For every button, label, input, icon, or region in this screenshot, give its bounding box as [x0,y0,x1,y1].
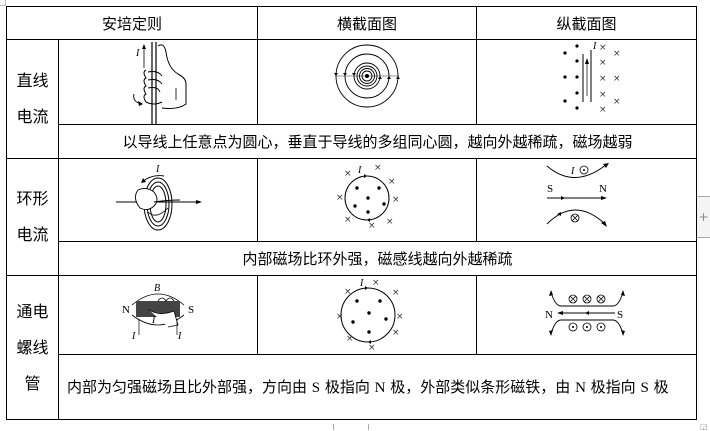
row-label-solenoid: 通电 螺线 管 [6,275,59,420]
svg-text:N: N [599,183,607,195]
solenoid-side-view-icon: N S [545,290,625,336]
svg-text:×: × [344,215,352,225]
row-label-line: 螺线 [16,337,49,357]
concentric-circles-field-icon [334,44,401,108]
row-loop-current-desc: 内部磁场比环外强，磁感线越向外越稀疏 [7,241,698,276]
svg-text:N: N [122,304,130,316]
desc-text: 极指向 [320,377,375,396]
desc-text: 极指向 [585,377,641,396]
loop-side-view-icon: I S N [546,163,609,227]
desc-text: 极 [648,377,669,396]
ampere-cell: B N S I I I [57,275,259,355]
loop-dots-inside-crosses-outside-icon: I × × × × × × × × [336,163,400,231]
svg-text:I: I [135,48,140,59]
header-ampere-rule: 安培定则 [5,6,259,40]
svg-text:×: × [336,193,344,203]
row-loop-current: 环形 电流 I [6,158,698,276]
table-resize-handle[interactable]: ◲ [700,422,708,431]
svg-text:×: × [374,163,382,173]
svg-text:×: × [599,105,607,115]
page-corner-mark [0,0,6,6]
row-solenoid: 通电 螺线 管 B N S I I I [6,275,698,420]
right-hand-grip-straight-wire-icon: I [133,42,187,124]
pole-letter: N [575,379,586,396]
svg-text:I: I [357,165,362,176]
svg-text:I: I [359,278,364,289]
svg-text:B: B [154,283,160,294]
longitudinal-section-cell: N S [476,275,698,355]
description-loop-current: 内部磁场比环外强，磁感线越向外越稀疏 [57,241,698,276]
row-straight-current: 直线 电流 I [6,39,698,159]
svg-text:I: I [592,41,597,52]
svg-text:N: N [545,309,553,321]
svg-text:×: × [336,312,344,322]
right-hand-grip-loop-icon: I [116,164,202,231]
header-cross-section: 横截面图 [257,6,478,40]
svg-text:S: S [617,309,623,321]
svg-text:×: × [368,343,376,353]
header-longitudinal-section: 纵截面图 [476,6,698,40]
svg-text:I: I [151,315,156,326]
svg-text:I: I [155,164,160,175]
svg-text:×: × [344,287,352,297]
add-row-handle[interactable] [333,424,369,430]
svg-text:×: × [613,74,621,84]
description-solenoid: 内部为匀强磁场且比外部强，方向由 S 极指向 N 极，外部类似条形磁铁，由 N … [57,354,698,420]
row-label-line: 电流 [16,225,49,244]
pole-letter: S [640,379,649,396]
pole-letter: N [374,379,386,396]
header-row: 安培定则 横截面图 纵截面图 [5,6,698,40]
ampere-cell: I [57,158,259,242]
ampere-cell: I [57,39,259,125]
row-label-line: 电流 [16,107,49,126]
svg-text:×: × [392,288,400,298]
cross-section-cell [257,39,478,125]
svg-text:×: × [346,334,354,344]
row-label-line: 通电 [16,301,49,321]
svg-text:×: × [613,49,621,59]
svg-text:I: I [131,331,136,342]
row-label-line: 管 [24,373,41,393]
desc-text: 极，外部类似条形磁铁，由 [385,377,576,396]
row-straight-current-desc: 以导线上任意点为圆心，垂直于导线的多组同心圆，越向外越稀疏，磁场越弱 [7,124,698,159]
svg-text:×: × [599,90,607,100]
desc-text: 内部为匀强磁场且比外部强，方向由 [67,377,312,396]
svg-text:×: × [392,328,400,338]
svg-text:×: × [599,43,607,53]
cross-section-cell: I × × × × × × × × [257,158,478,242]
description-straight-current: 以导线上任意点为圆心，垂直于导线的多组同心圆，越向外越稀疏，磁场越弱 [57,124,698,159]
pole-letter: S [311,379,321,396]
row-label-straight-current: 直线 电流 [6,39,59,159]
svg-text:I: I [570,166,575,177]
add-column-button[interactable]: + [697,196,710,238]
svg-text:×: × [368,221,376,231]
svg-text:S: S [188,304,194,316]
row-label-line: 直线 [16,71,49,90]
svg-text:×: × [388,177,396,187]
svg-text:×: × [372,278,380,288]
longitudinal-section-cell: I S N [476,158,698,242]
svg-text:×: × [386,217,394,227]
svg-text:×: × [613,97,621,107]
svg-text:×: × [599,58,607,68]
solenoid-dots-inside-crosses-outside-icon: I × × × × × × × × [336,278,404,353]
svg-text:×: × [396,312,404,322]
magnetic-field-table: 安培定则 横截面图 纵截面图 直线 电流 I [5,6,698,420]
row-label-loop-current: 环形 电流 [6,158,59,276]
right-hand-grip-solenoid-icon: B N S I I I [122,283,194,342]
longitudinal-section-cell: I × × × × × × × × [476,39,698,125]
row-solenoid-desc: 内部为匀强磁场且比外部强，方向由 S 极指向 N 极，外部类似条形磁铁，由 N … [7,354,698,420]
svg-text:×: × [599,74,607,84]
row-label-line: 环形 [16,189,49,208]
svg-text:S: S [547,183,553,195]
cross-section-cell: I × × × × × × × × [257,275,478,355]
svg-text:I: I [177,331,182,342]
svg-text:×: × [344,169,352,179]
dots-crosses-straight-wire-icon: I × × × × × × × × [562,41,621,115]
svg-text:×: × [392,195,400,205]
